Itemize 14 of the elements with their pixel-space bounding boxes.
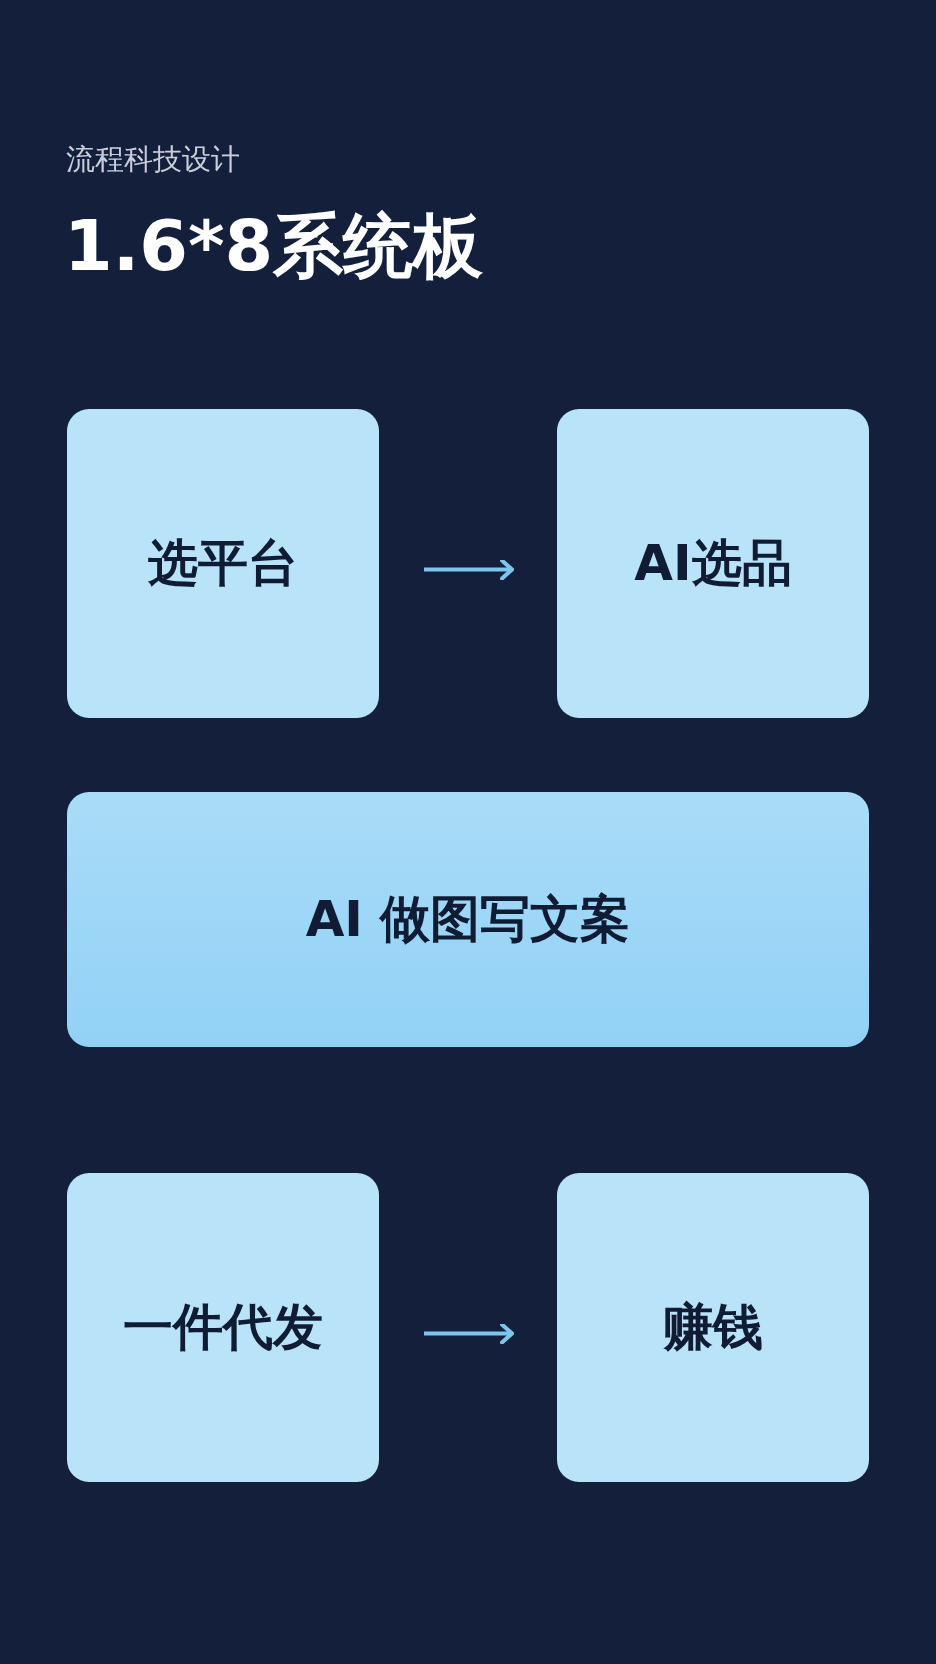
subtitle: 流程科技设计 (66, 141, 240, 178)
box-label: 一件代发 (123, 1297, 323, 1358)
process-box (67, 1173, 379, 1482)
process-box (67, 409, 379, 718)
process-box (557, 1173, 869, 1482)
title: 1.6*8系统板 (64, 204, 484, 289)
process-box (557, 409, 869, 718)
arrow (424, 1322, 514, 1345)
arrow (424, 558, 514, 581)
box-label: 赚钱 (663, 1297, 763, 1358)
box-label: AI 做图写文案 (305, 889, 631, 950)
process-box (67, 792, 869, 1047)
box-label: AI选品 (634, 533, 792, 594)
box-label: 选平台 (148, 533, 298, 594)
